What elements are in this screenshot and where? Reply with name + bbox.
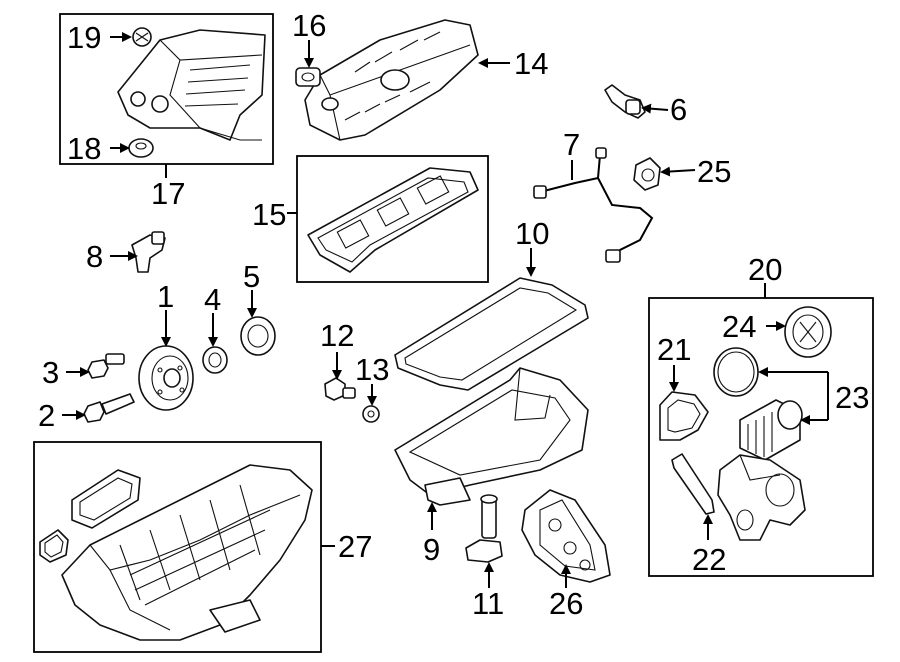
callout-16: 16 [292, 8, 326, 43]
callout-14: 14 [514, 46, 548, 81]
oil-level-sensor[interactable] [465, 494, 503, 563]
seal-4[interactable] [202, 346, 228, 374]
oil-filter-housing[interactable] [521, 489, 611, 583]
washer-13[interactable] [362, 405, 380, 423]
o-ring-23[interactable] [713, 347, 759, 397]
intake-gasket-small[interactable] [39, 529, 69, 563]
callout-26: 26 [549, 586, 583, 621]
callout-13: 13 [355, 352, 389, 387]
thermostat-cap[interactable] [784, 306, 832, 358]
callout-7: 7 [563, 127, 580, 162]
callout-12: 12 [320, 318, 354, 353]
callout-25: 25 [697, 154, 731, 189]
callout-5: 5 [243, 259, 260, 294]
callout-24: 24 [722, 309, 756, 344]
drain-plug-12[interactable] [324, 377, 356, 401]
callout-15: 15 [252, 197, 286, 232]
thermostat-filter[interactable] [739, 399, 803, 461]
callout-9: 9 [423, 532, 440, 567]
oil-pan[interactable] [394, 367, 589, 506]
oil-pan-gasket[interactable] [394, 277, 589, 391]
callout-8: 8 [86, 239, 103, 274]
group-box-20 [648, 297, 874, 577]
callout-labels: 19 18 17 16 14 6 7 25 15 10 8 20 1 4 5 1… [38, 8, 869, 621]
callout-10: 10 [515, 216, 549, 251]
seal-5[interactable] [240, 316, 276, 356]
callout-27: 27 [338, 529, 372, 564]
callout-11: 11 [472, 586, 504, 621]
callout-2: 2 [38, 398, 55, 433]
water-pump[interactable] [717, 454, 806, 541]
callout-4: 4 [204, 282, 221, 317]
callout-19: 19 [67, 20, 101, 55]
callout-22: 22 [692, 542, 726, 577]
sensor-6[interactable] [604, 84, 646, 119]
engine-cover[interactable] [117, 29, 266, 141]
sensor-25[interactable] [633, 157, 661, 191]
cover-nut[interactable] [132, 27, 152, 47]
group-box-15 [296, 155, 489, 283]
bolt-2[interactable] [83, 393, 135, 423]
callout-1: 1 [157, 279, 174, 314]
callout-21: 21 [657, 332, 691, 367]
bolt-3[interactable] [87, 353, 125, 379]
sensor-8[interactable] [131, 231, 166, 273]
callout-leaders [62, 32, 829, 588]
valve-cover-seal[interactable] [295, 67, 321, 87]
callout-20: 20 [748, 252, 782, 287]
callout-17: 17 [151, 176, 185, 211]
crankshaft-pulley[interactable] [138, 345, 194, 411]
intake-gasket-large[interactable] [71, 469, 141, 529]
callout-6: 6 [670, 92, 687, 127]
belt-22[interactable] [671, 453, 715, 515]
intake-manifold[interactable] [61, 464, 313, 641]
wiring-harness[interactable] [533, 147, 654, 263]
callout-18: 18 [67, 131, 101, 166]
cover-grommet[interactable] [128, 138, 154, 158]
valve-cover[interactable] [304, 19, 479, 141]
callout-3: 3 [42, 355, 59, 390]
valve-cover-gasket[interactable] [307, 167, 479, 273]
gasket-21[interactable] [659, 391, 709, 441]
callout-23: 23 [835, 380, 869, 415]
